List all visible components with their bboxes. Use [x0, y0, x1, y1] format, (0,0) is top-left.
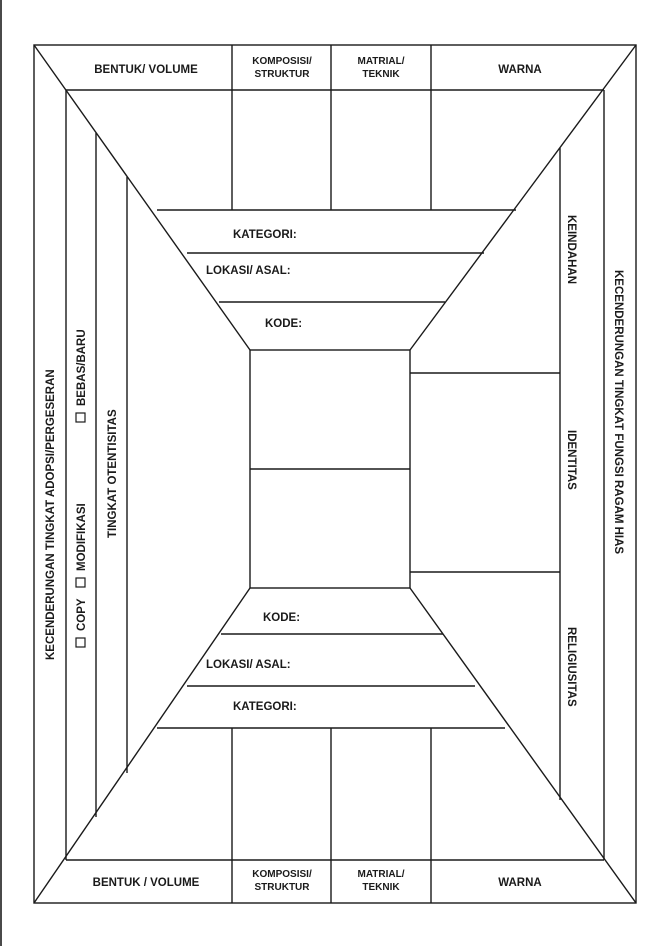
- bottom-komposisi-label-2: STRUKTUR: [255, 882, 311, 893]
- bottom-matrial-label-2: TEKNIK: [362, 882, 400, 893]
- top-komposisi-label-1: KOMPOSISI/: [252, 56, 312, 67]
- outer-frame: [33, 44, 637, 904]
- bottom-warna-label: WARNA: [498, 877, 541, 889]
- left-outer-label: KECENDERUNGAN TINGKAT ADOPSI/PERGESERAN: [45, 369, 57, 660]
- top-bentuk-label: BENTUK/ VOLUME: [94, 64, 198, 76]
- top-warna-label: WARNA: [498, 64, 541, 76]
- left-margin-bar: [0, 0, 2, 946]
- diagonal-bottom-right: [409, 587, 637, 904]
- top-matrial-label-1: MATRIAL/: [357, 56, 404, 67]
- right-outer-label: KECENDERUNGAN TINGKAT FUNGSI RAGAM HIAS: [612, 270, 624, 554]
- upper-kode-label: KODE:: [265, 318, 302, 330]
- lower-lokasi-label: LOKASI/ ASAL:: [206, 659, 291, 671]
- lower-kategori-label: KATEGORI:: [233, 701, 297, 713]
- upper-kategori-label: KATEGORI:: [233, 229, 297, 241]
- left-inner-label: TINGKAT OTENTISITAS: [107, 409, 119, 538]
- religiusitas-label: RELIGIUSITAS: [565, 627, 577, 707]
- top-matrial-label-2: TEKNIK: [362, 69, 400, 80]
- diagonal-bottom-left: [33, 587, 251, 904]
- keindahan-label: KEINDAHAN: [565, 215, 577, 284]
- diagonal-top-left: [33, 44, 251, 351]
- bottom-komposisi-label-1: KOMPOSISI/: [252, 869, 312, 880]
- copy-label: COPY: [76, 598, 88, 631]
- upper-lokasi-label: LOKASI/ ASAL:: [206, 265, 291, 277]
- copy-checkbox[interactable]: [75, 637, 86, 648]
- bebas-baru-checkbox[interactable]: [75, 412, 86, 423]
- bottom-bentuk-label: BENTUK / VOLUME: [93, 877, 200, 889]
- lower-kode-label: KODE:: [263, 612, 300, 624]
- modifikasi-label: MODIFIKASI: [76, 503, 88, 571]
- top-komposisi-label-2: STRUKTUR: [255, 69, 311, 80]
- bottom-matrial-label-1: MATRIAL/: [357, 869, 404, 880]
- diagonal-top-right: [409, 44, 637, 351]
- modifikasi-checkbox[interactable]: [75, 577, 86, 588]
- bebas-baru-label: BEBAS/BARU: [76, 329, 88, 406]
- identitas-label: IDENTITAS: [565, 430, 577, 490]
